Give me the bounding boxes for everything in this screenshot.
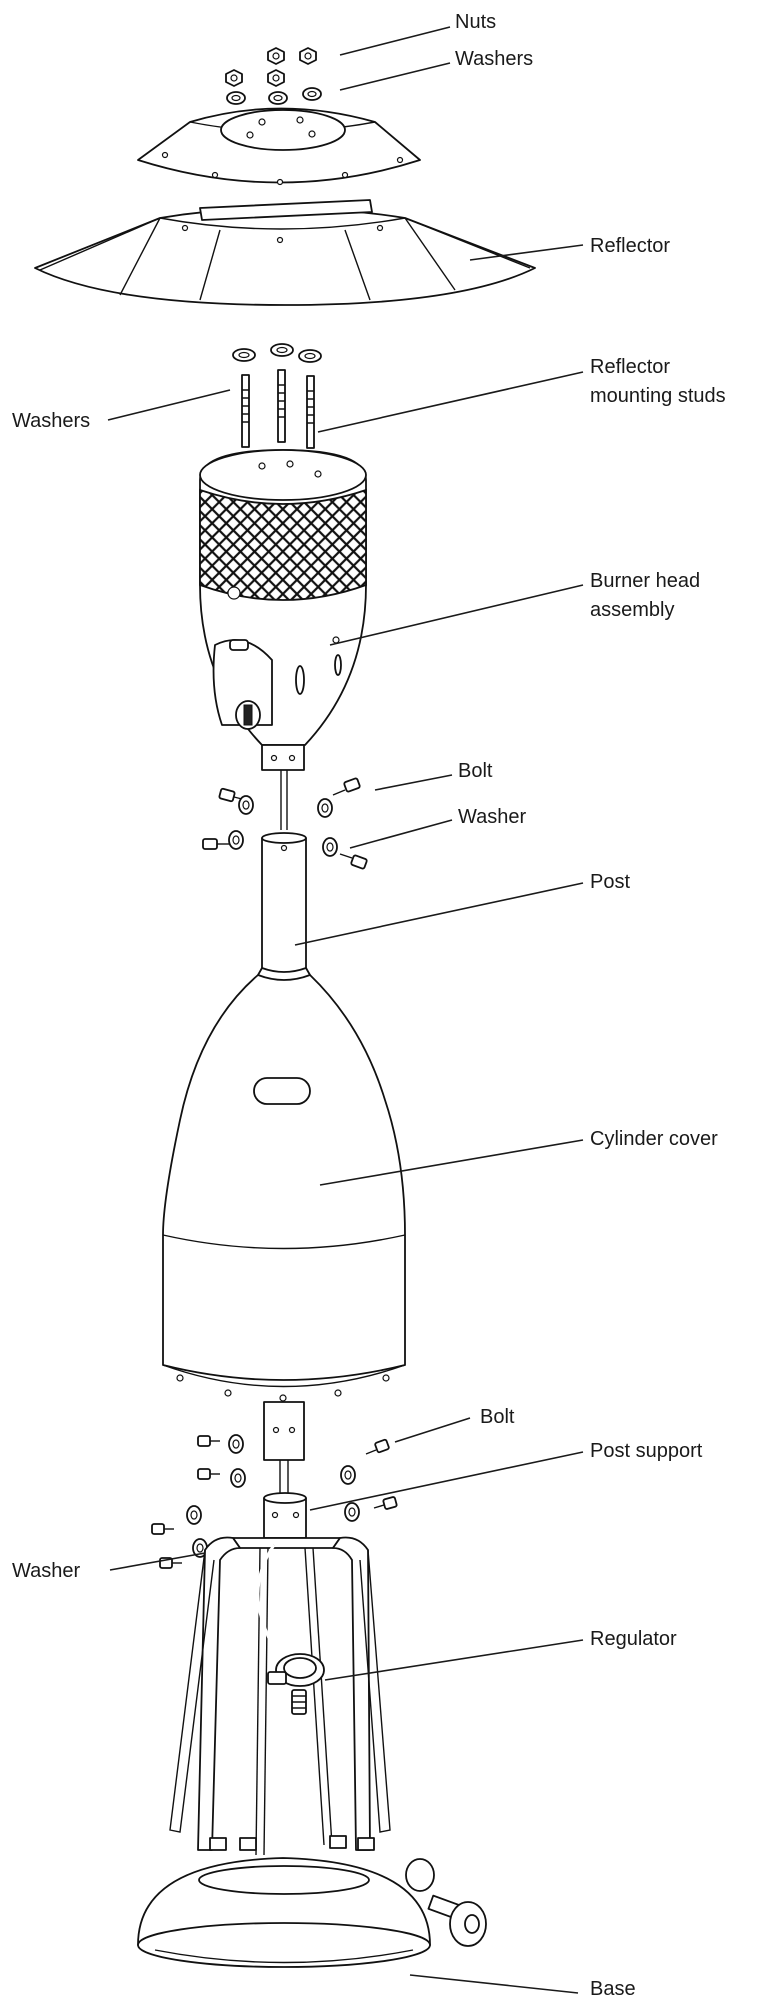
frame-legs (169, 1536, 391, 1856)
lower-post-stub (263, 1401, 305, 1498)
labels: Nuts Washers Reflector Washers Reflector… (12, 11, 726, 2000)
reflector (34, 199, 536, 306)
leader-lines (107, 26, 584, 1994)
label-burner-head-line1: Burner head (590, 570, 700, 592)
hose (256, 1544, 285, 1662)
top-washers (226, 87, 322, 105)
label-reflector-studs-line1: Reflector (590, 356, 670, 378)
label-nuts: Nuts (455, 11, 496, 33)
upper-washers (228, 795, 338, 857)
stud-washers (232, 343, 322, 363)
label-washers-top: Washers (455, 48, 533, 70)
post (261, 832, 307, 976)
label-burner-head-line2: assembly (590, 599, 674, 621)
label-reflector-studs-line2: mounting studs (590, 385, 726, 407)
label-washers-left: Washers (12, 410, 90, 432)
label-reflector: Reflector (590, 235, 670, 257)
label-post: Post (590, 871, 630, 893)
base (137, 1857, 487, 1968)
regulator (267, 1653, 325, 1715)
reflector-mounting-studs (241, 369, 315, 449)
label-washer-upper: Washer (458, 806, 527, 828)
upper-bolts (202, 777, 368, 870)
label-cylinder-cover: Cylinder cover (590, 1128, 718, 1150)
label-regulator: Regulator (590, 1628, 677, 1650)
post-support (263, 1492, 307, 1539)
label-base: Base (590, 1978, 636, 2000)
label-post-support: Post support (590, 1440, 703, 1462)
lower-bolts (151, 1435, 398, 1569)
cylinder-cover (162, 967, 406, 1402)
label-bolt-upper: Bolt (458, 760, 493, 782)
label-bolt-lower: Bolt (480, 1406, 515, 1428)
burner-head-assembly (199, 449, 367, 830)
reflector-top-disc (137, 107, 421, 186)
top-nuts (225, 47, 317, 87)
label-washer-lower: Washer (12, 1560, 81, 1582)
